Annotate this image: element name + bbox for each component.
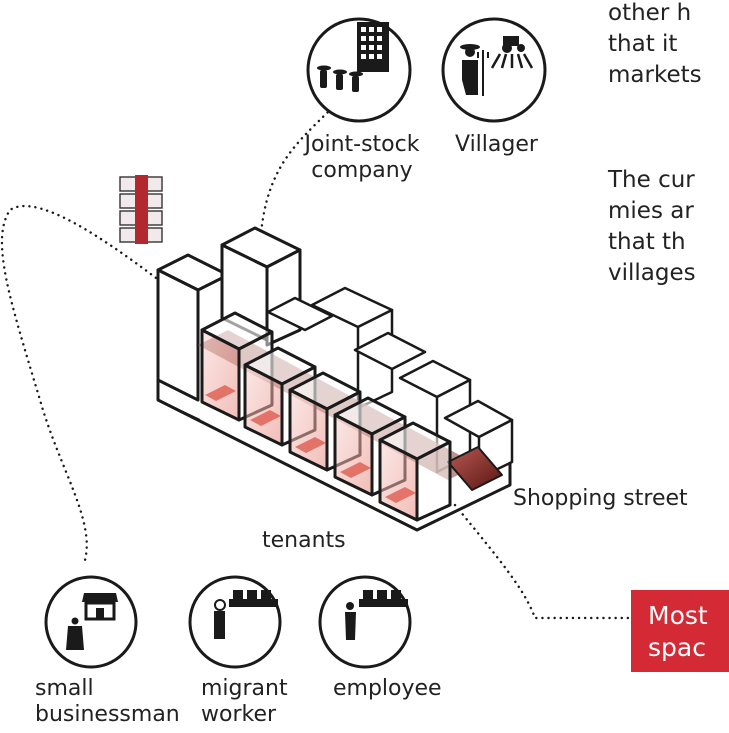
joint-stock-label-line1: Joint-stock <box>304 132 420 157</box>
paragraph-2-line2: mies ar <box>608 198 694 224</box>
callout-line1: Most <box>648 601 708 630</box>
employee-icon <box>318 575 412 669</box>
callout-text: Most spac <box>648 600 708 664</box>
small-businessman-icon <box>44 575 138 669</box>
migrant-worker-label: migrant worker <box>201 676 288 728</box>
small-businessman-line1: small <box>35 676 94 701</box>
shopping-street-label: Shopping street <box>513 486 688 511</box>
paragraph-1: other h that it markets <box>608 0 702 91</box>
migrant-worker-icon <box>188 575 282 669</box>
joint-stock-company-icon <box>306 17 412 123</box>
joint-stock-label: Joint-stock company <box>292 132 432 184</box>
callout-line2: spac <box>648 633 706 662</box>
paragraph-1-line3: markets <box>608 62 702 88</box>
paragraph-2-line1: The cur <box>608 167 695 193</box>
paragraph-1-line1: other h <box>608 0 692 26</box>
paragraph-2-line3: that th <box>608 229 686 255</box>
migrant-worker-line2: worker <box>201 702 277 727</box>
employee-label: employee <box>333 676 442 701</box>
connector-small-businessman <box>0 204 187 562</box>
tenants-heading: tenants <box>262 528 346 553</box>
paragraph-2: The cur mies ar that th villages <box>608 165 696 289</box>
building-block <box>156 226 514 532</box>
small-businessman-label: small businessman <box>35 676 180 728</box>
connector-lines <box>0 106 634 620</box>
callout-box: Most spac <box>631 590 729 672</box>
villager-icon <box>441 17 547 123</box>
stack-icon <box>119 175 163 244</box>
connector-callout <box>453 503 634 620</box>
migrant-worker-line1: migrant <box>201 676 288 701</box>
paragraph-2-line4: villages <box>608 260 696 286</box>
villager-label: Villager <box>455 132 538 157</box>
paragraph-1-line2: that it <box>608 31 678 57</box>
small-businessman-line2: businessman <box>35 702 180 727</box>
joint-stock-label-line2: company <box>311 158 413 183</box>
